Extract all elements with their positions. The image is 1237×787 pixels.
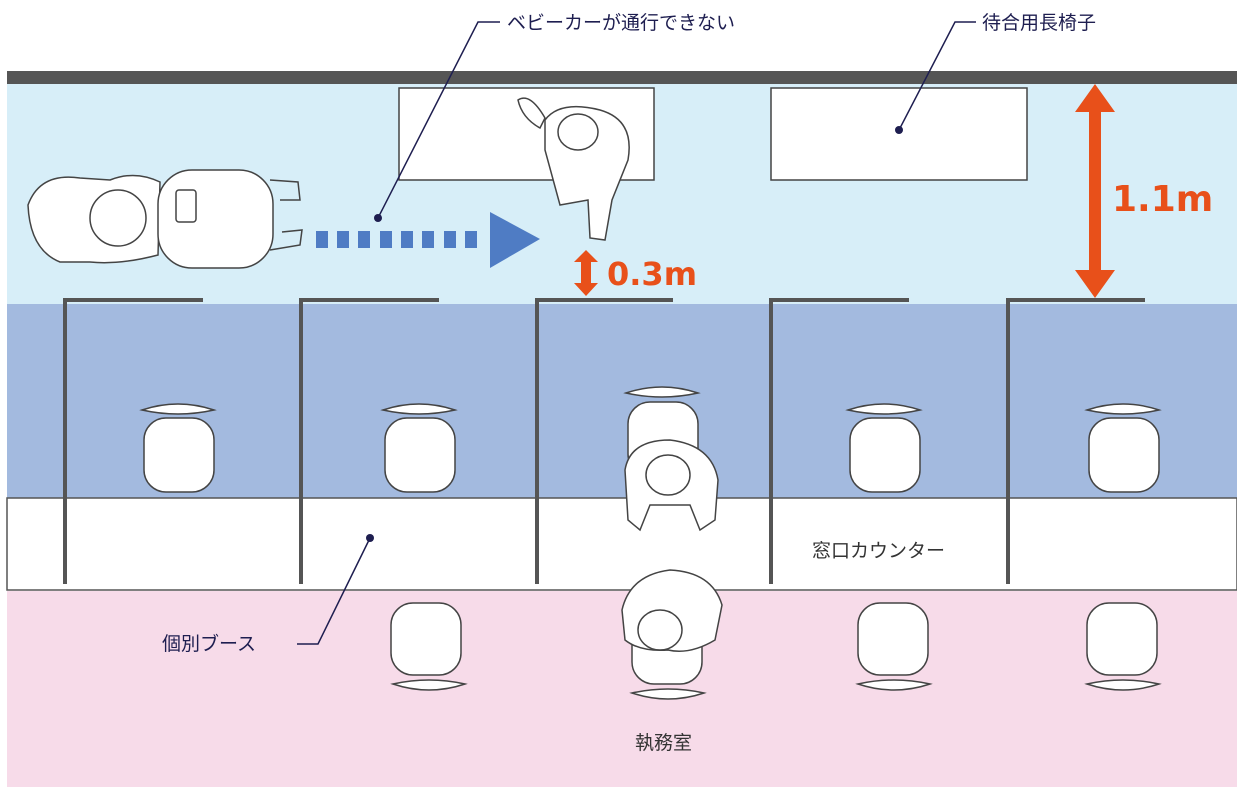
leader-booth [297,537,371,645]
booth-partition-3 [535,298,673,584]
office-area [7,591,1237,787]
chair-booth-1 [139,403,217,493]
blocked-path-arrow [316,212,540,268]
top-wall [7,71,1237,84]
leader-bench [898,21,976,131]
wide-gap-measurement: 1.1m [1112,179,1213,220]
narrow-gap-arrow-icon [574,250,598,296]
booth-partition-5 [1006,298,1145,584]
booth-partitions [63,298,1145,584]
staff-person-icon [621,569,723,652]
stroller-with-person-icon [27,169,303,269]
chair-booth-2 [380,403,458,493]
wide-gap-arrow-icon [1075,84,1115,298]
narrow-gap-measurement: 0.3m [607,255,697,293]
office-chairs [390,602,1162,700]
office-chair-3 [855,602,933,691]
booth-partition-2 [299,298,439,584]
stroller-label: ベビーカーが通行できない [507,12,735,34]
chair-booth-5 [1084,403,1162,493]
booth-label: 個別ブース [162,632,256,655]
person-on-bench-icon [517,97,630,241]
corridor-left-edge [7,84,8,304]
booth-partition-4 [769,298,909,584]
chair-booth-4 [845,403,923,493]
counter-area [6,497,1237,591]
office-chair-1 [390,602,468,691]
counter-label: 窓口カウンター [812,540,945,562]
booth-partition-1 [63,298,203,584]
booth-chairs [139,386,1162,493]
bench-label: 待合用長椅子 [982,12,1096,34]
office-label: 執務室 [635,732,692,754]
person-at-counter-icon [624,439,719,532]
office-chair-4 [1084,602,1162,691]
leader-stroller [377,21,500,219]
leader-lines [297,21,976,645]
leader-dots [366,126,903,542]
